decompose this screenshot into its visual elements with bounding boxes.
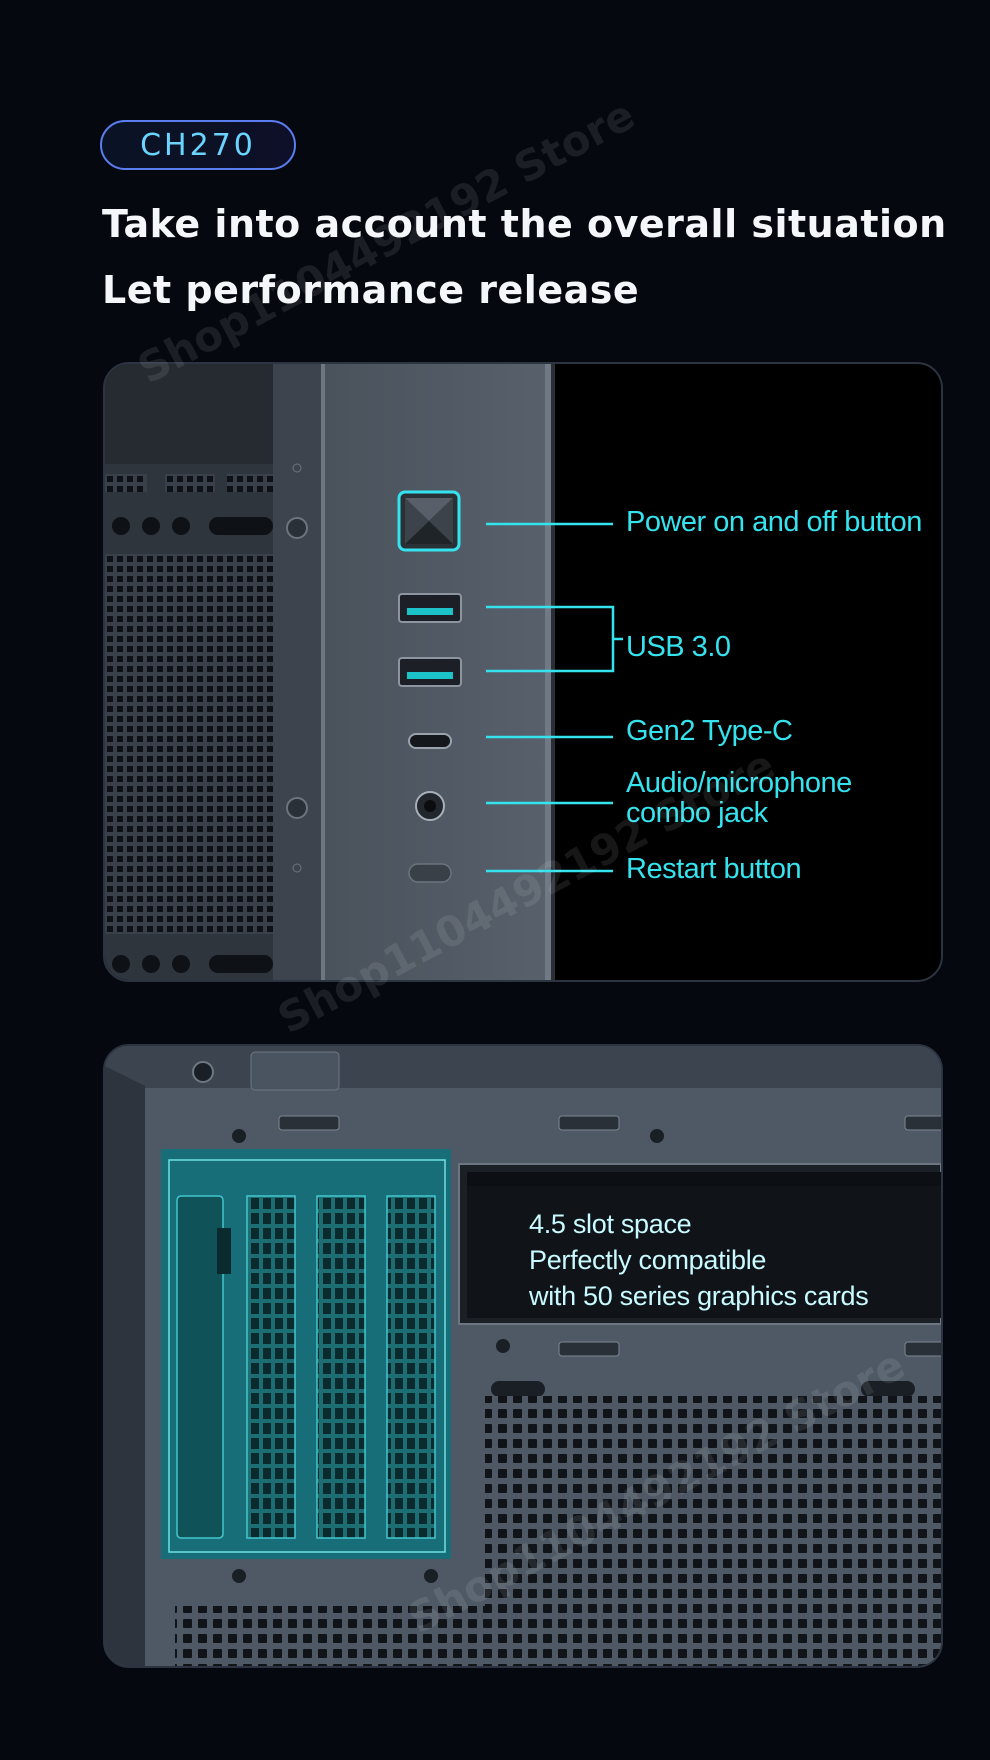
callout-audio-line-2: combo jack bbox=[626, 797, 768, 829]
callout-usb: USB 3.0 bbox=[626, 631, 731, 663]
expansion-slots-panel: 4.5 slot space Perfectly compatible with… bbox=[103, 1044, 943, 1668]
model-badge: CH270 bbox=[100, 120, 296, 170]
expansion-slots-illustration bbox=[105, 1046, 941, 1666]
front-io-illustration bbox=[105, 364, 623, 980]
front-io-panel: Power on and off button USB 3.0 Gen2 Typ… bbox=[103, 362, 943, 982]
headline-line-1: Take into account the overall situation bbox=[102, 202, 947, 246]
callout-audio-line-1: Audio/microphone bbox=[626, 767, 852, 799]
headline-line-2: Let performance release bbox=[102, 268, 640, 312]
audio-jack-icon bbox=[415, 791, 445, 821]
usb-port-icon bbox=[398, 593, 462, 623]
slot-caption-line-3: with 50 series graphics cards bbox=[529, 1281, 869, 1311]
callout-power: Power on and off button bbox=[626, 506, 922, 538]
usb-c-port-icon bbox=[408, 733, 452, 749]
callout-type-c: Gen2 Type-C bbox=[626, 715, 793, 747]
slot-caption-line-1: 4.5 slot space bbox=[529, 1209, 692, 1239]
usb-port-icon bbox=[398, 657, 462, 687]
slot-caption-line-2: Perfectly compatible bbox=[529, 1245, 767, 1275]
restart-icon bbox=[408, 863, 452, 883]
callout-restart: Restart button bbox=[626, 853, 802, 885]
